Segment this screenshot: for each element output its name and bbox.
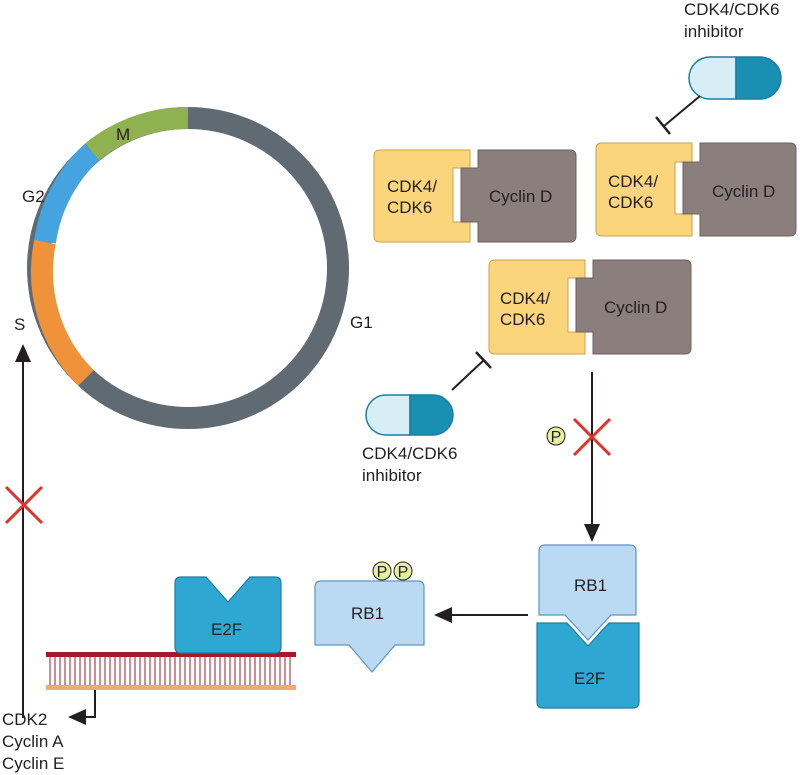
rb1-bound	[538, 544, 637, 641]
svg-text:Cyclin D: Cyclin D	[712, 182, 775, 201]
inhibitor-bottom-label-line1: CDK4/CDK6	[362, 444, 457, 463]
svg-text:RB1: RB1	[574, 576, 607, 595]
svg-text:CDK6: CDK6	[500, 310, 545, 329]
svg-text:P: P	[398, 564, 409, 581]
cyclin-d-block-a	[460, 149, 577, 243]
phospho-group-blocked: P	[546, 426, 566, 446]
cyclin-d-block-c	[575, 259, 692, 355]
phospho-2	[393, 561, 413, 581]
inhibitor-top-label-line2: inhibitor	[684, 22, 744, 41]
inhibition-bar-bottom	[475, 351, 492, 369]
svg-text:E2F: E2F	[574, 669, 605, 688]
block-cross-phosphorylation	[572, 417, 612, 457]
target-cdk2: CDK2	[2, 710, 47, 729]
e2f-dna-bound: E2F	[174, 576, 282, 654]
cdk-cyclin-complex-b: CDK4/ CDK6 Cyclin D	[595, 142, 797, 237]
svg-text:E2F: E2F	[211, 620, 242, 639]
svg-text:Cyclin D: Cyclin D	[604, 298, 667, 317]
target-cyclin-a: Cyclin A	[2, 732, 64, 751]
svg-text:CDK6: CDK6	[387, 198, 432, 217]
cycle-arc-m	[85, 106, 189, 161]
svg-text:RB1: RB1	[351, 604, 384, 623]
svg-text:P: P	[377, 564, 388, 581]
dna-top-strand	[46, 652, 296, 657]
inhibitor-pill-bottom	[365, 394, 454, 436]
cdk-cyclin-complex-a: CDK4/ CDK6 Cyclin D	[373, 149, 577, 243]
inhibition-line-top	[663, 95, 701, 127]
svg-text:CDK4/: CDK4/	[500, 289, 550, 308]
block-cross-progression	[4, 485, 44, 525]
svg-text:Cyclin D: Cyclin D	[489, 187, 552, 206]
rb1-free	[314, 580, 425, 673]
phospho-1	[372, 561, 392, 581]
inhibition-line-bottom	[451, 359, 485, 391]
svg-text:CDK4/: CDK4/	[608, 172, 658, 191]
inhibitor-bottom-label-line2: inhibitor	[362, 466, 422, 485]
svg-text:CDK4/: CDK4/	[387, 177, 437, 196]
phase-label-g2: G2	[22, 187, 45, 206]
transcription-arrow	[68, 690, 96, 725]
cycle-arc-g2	[34, 143, 100, 244]
e2f-bound	[536, 622, 640, 709]
inhibitor-top-label-line1: CDK4/CDK6	[684, 0, 779, 19]
dna-strand	[46, 652, 296, 690]
cycle-arc-s	[31, 239, 94, 386]
inhibitor-pill-top	[688, 56, 782, 100]
cyclin-d-block-b	[682, 142, 797, 237]
cell-cycle-ring	[27, 106, 349, 429]
phase-label-s: S	[14, 315, 25, 334]
dna-bottom-strand	[46, 685, 296, 690]
phase-label-g1: G1	[350, 313, 373, 332]
inhibition-bar-top	[655, 116, 671, 135]
target-cyclin-e: Cyclin E	[2, 754, 64, 773]
svg-text:CDK6: CDK6	[608, 193, 653, 212]
cdk46-block-a	[373, 149, 471, 243]
phase-label-m: M	[116, 125, 130, 144]
svg-text:P: P	[551, 429, 562, 446]
rb1-phosphorylated: RB1 P P	[314, 561, 425, 673]
cdk-cyclin-complex-c: CDK4/ CDK6 Cyclin D	[488, 259, 692, 355]
rb1-e2f-complex: RB1 E2F	[536, 544, 640, 709]
